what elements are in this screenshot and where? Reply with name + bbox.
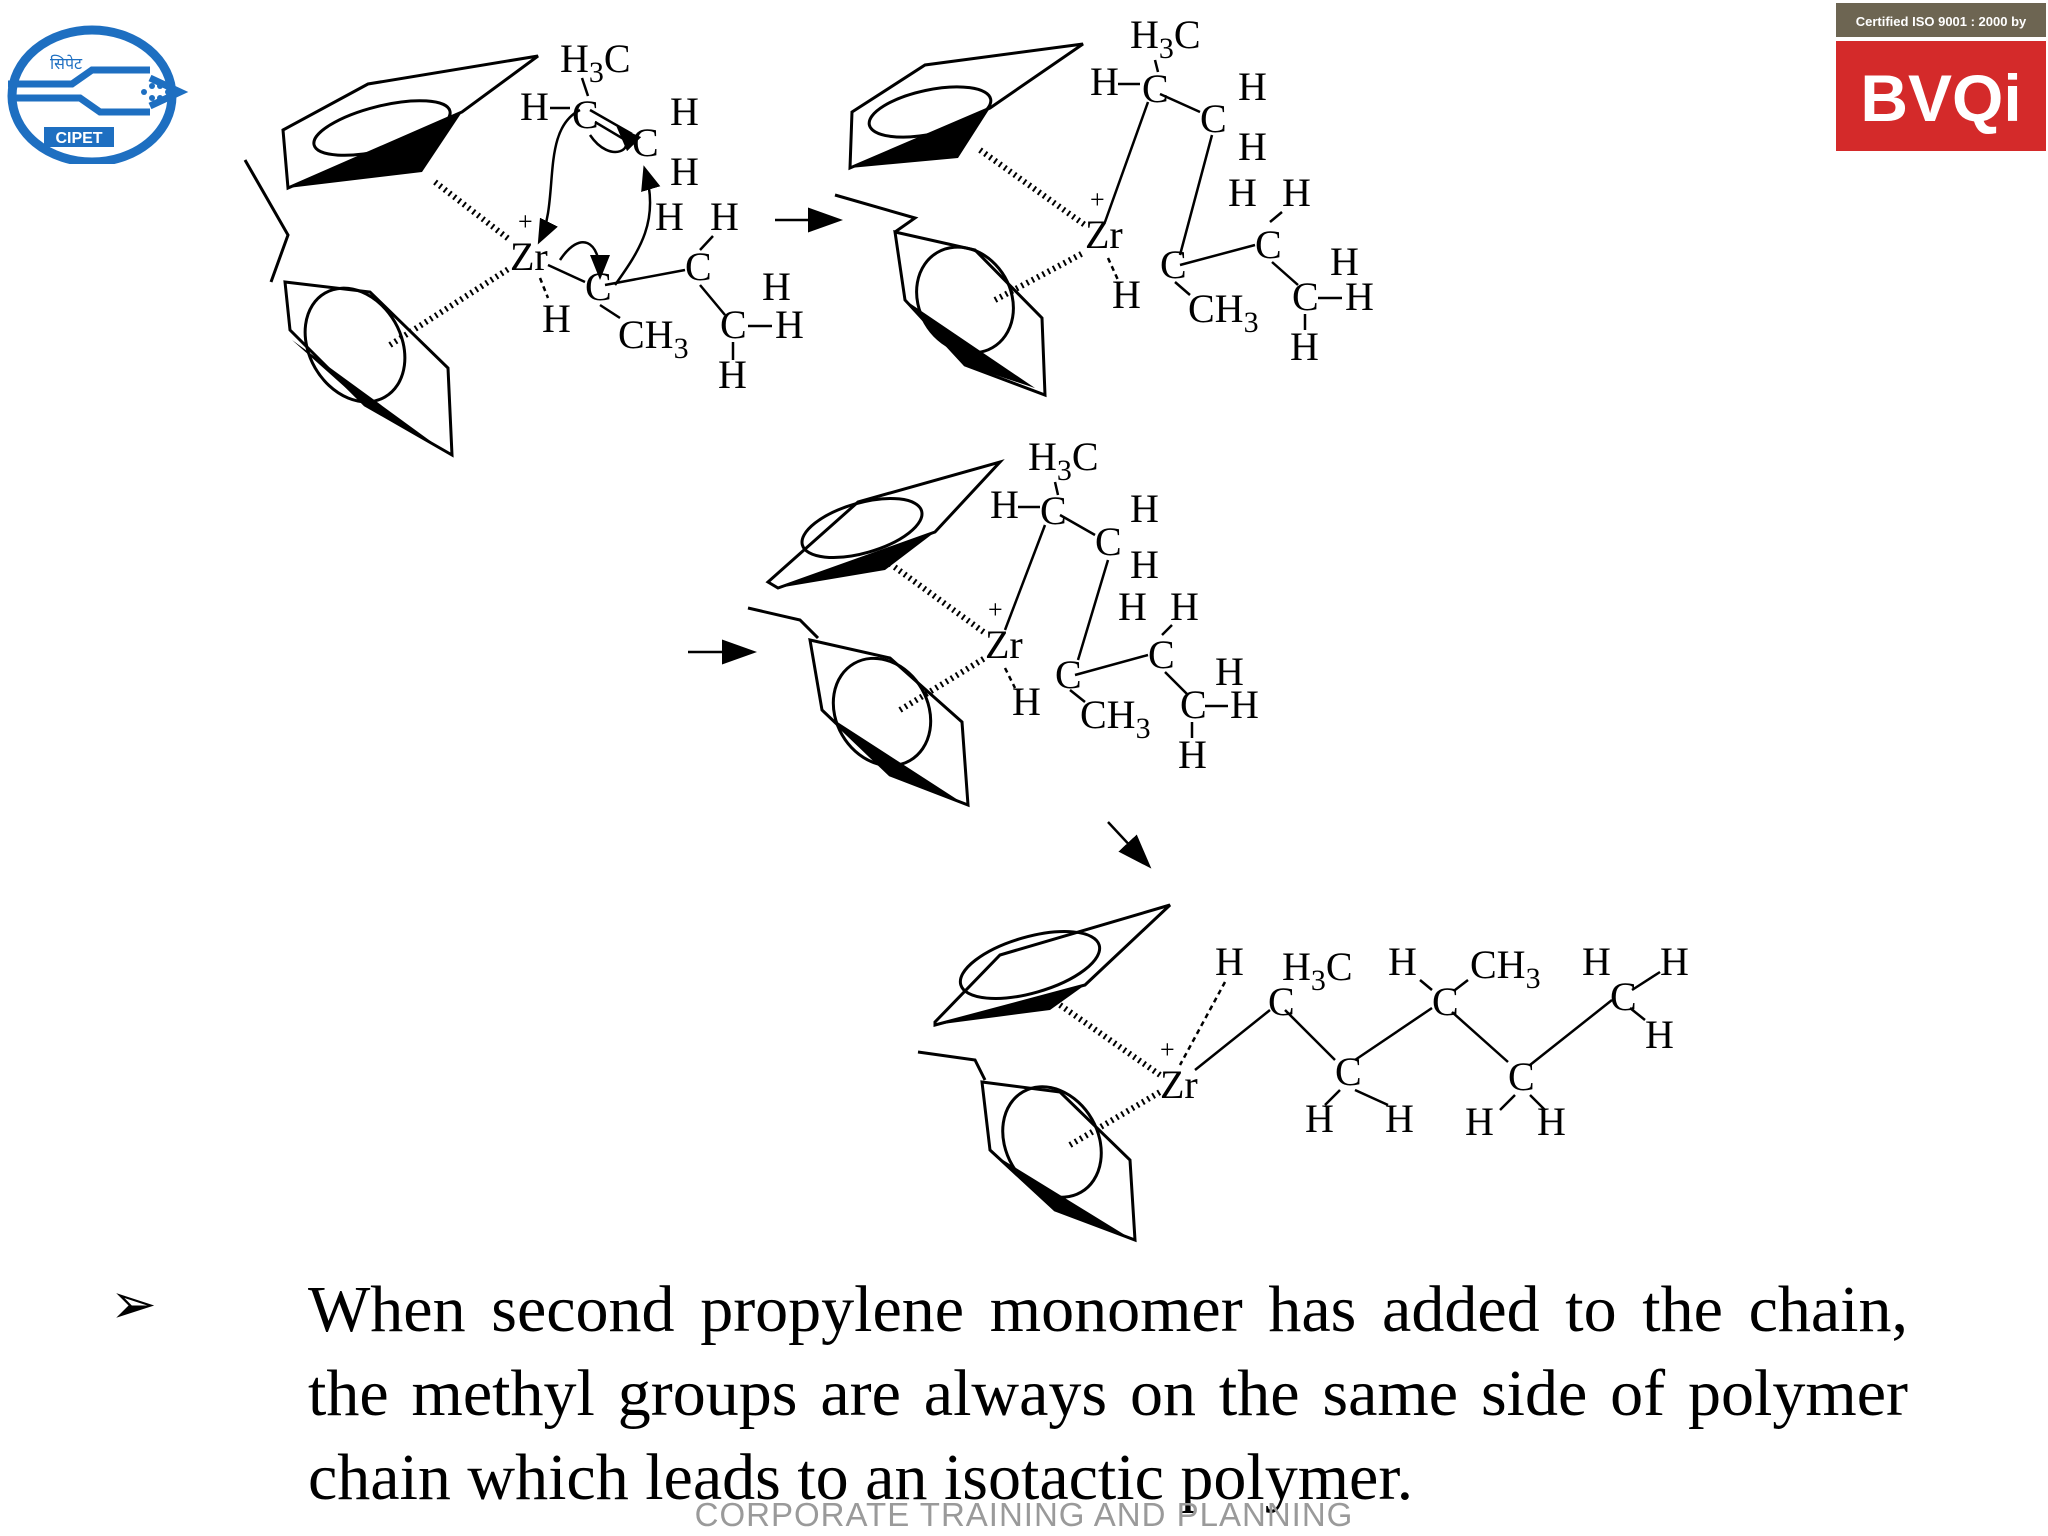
s2-zr: Zr xyxy=(1085,212,1123,257)
s2-c-d: C xyxy=(1255,222,1282,267)
s2-h-a: H xyxy=(1090,59,1119,104)
s4-h-agostic: H xyxy=(1215,939,1244,984)
s1-c-b: C xyxy=(632,120,659,165)
s1-h-e: H xyxy=(655,194,684,239)
s2-h-d: H xyxy=(1112,272,1141,317)
s3-h-b: H xyxy=(1130,486,1159,531)
s4-h-4b: H xyxy=(1537,1099,1566,1144)
s1-h-c: H xyxy=(670,149,699,194)
bullet-icon: ➢ xyxy=(110,1272,157,1337)
s4-h3c: H3C xyxy=(1282,944,1353,997)
s2-h-e: H xyxy=(1228,170,1257,215)
s3-h-g: H xyxy=(1215,649,1244,694)
cipet-hindi-text: सिपेट xyxy=(50,54,83,73)
s3-charge: + xyxy=(988,595,1003,624)
s3-ch3: CH3 xyxy=(1080,692,1151,745)
s1-h-b: H xyxy=(670,89,699,134)
s3-c-e: C xyxy=(1180,682,1207,727)
bvqi-certification-logo: Certified ISO 9001 : 2000 by BVQi xyxy=(1836,3,2046,151)
s2-ch3: CH3 xyxy=(1188,286,1259,339)
s2-h-b: H xyxy=(1238,64,1267,109)
s1-h-d: H xyxy=(542,296,571,341)
s2-c-b: C xyxy=(1200,96,1227,141)
s2-charge: + xyxy=(1090,185,1105,214)
structure-2: Zr + H3C H C C H H C H CH3 C H H C H H H xyxy=(834,12,1374,398)
s3-h-a: H xyxy=(990,482,1019,527)
slide-text: When second propylene monomer has added … xyxy=(308,1273,1908,1514)
footer-text: CORPORATE TRAINING AND PLANNING xyxy=(694,1496,1354,1533)
s3-h-i: H xyxy=(1178,732,1207,777)
s2-h-i: H xyxy=(1290,324,1319,369)
s3-h-e: H xyxy=(1118,584,1147,629)
s1-c-c: C xyxy=(585,264,612,309)
s4-h-2b: H xyxy=(1385,1096,1414,1141)
s3-h3c: H3C xyxy=(1028,434,1099,487)
s4-c-3: C xyxy=(1432,979,1459,1024)
s1-h-h: H xyxy=(775,302,804,347)
s4-c-5: C xyxy=(1610,974,1637,1019)
s2-h-h: H xyxy=(1345,274,1374,319)
cipet-logo: सिपेट CIPET xyxy=(7,25,189,164)
s4-h-5a: H xyxy=(1582,939,1611,984)
structure-3: Zr + H3C H C C H H C H CH3 C H H C H H H xyxy=(747,434,1259,808)
structure-1: Zr + H3C H C C H H H C CH3 C H H C H H xyxy=(243,36,804,458)
s2-h-c: H xyxy=(1238,124,1267,169)
s4-h-4a: H xyxy=(1465,1099,1494,1144)
s1-zr: Zr xyxy=(510,234,548,279)
s4-ch3: CH3 xyxy=(1470,942,1541,995)
s3-zr: Zr xyxy=(985,622,1023,667)
s1-h3c: H3C xyxy=(560,36,631,89)
s3-h-f: H xyxy=(1170,584,1199,629)
s4-h-3: H xyxy=(1388,939,1417,984)
s3-h-d: H xyxy=(1012,679,1041,724)
cipet-logo-text: CIPET xyxy=(55,130,102,147)
s4-charge: + xyxy=(1160,1035,1175,1064)
arrow-3 xyxy=(1107,821,1152,869)
s3-c-b: C xyxy=(1095,519,1122,564)
structure-4: Zr + H C H3C C H H C H CH3 C H H C H H H xyxy=(917,903,1689,1243)
cert-brand-text: BVQi xyxy=(1860,61,2021,135)
s4-h-5c: H xyxy=(1645,1012,1674,1057)
s1-c-a: C xyxy=(572,92,599,137)
s1-c-d: C xyxy=(685,244,712,289)
s3-h-c: H xyxy=(1130,542,1159,587)
s2-h-g: H xyxy=(1330,239,1359,284)
s4-h-5b: H xyxy=(1660,939,1689,984)
s2-c-e: C xyxy=(1292,274,1319,319)
s1-h-f: H xyxy=(710,194,739,239)
s3-c-d: C xyxy=(1148,632,1175,677)
s2-h-f: H xyxy=(1282,170,1311,215)
s1-charge: + xyxy=(518,207,533,236)
cert-text: Certified ISO 9001 : 2000 by xyxy=(1856,14,2027,29)
s1-c-e: C xyxy=(720,302,747,347)
s1-h-a: H xyxy=(520,84,549,129)
s1-ch3: CH3 xyxy=(618,312,689,365)
s3-h-h: H xyxy=(1230,682,1259,727)
s4-c-4: C xyxy=(1508,1054,1535,1099)
s2-h3c: H3C xyxy=(1130,12,1201,65)
s1-h-i: H xyxy=(718,352,747,397)
s4-c-2: C xyxy=(1335,1049,1362,1094)
s4-h-2a: H xyxy=(1305,1096,1334,1141)
s1-h-g: H xyxy=(762,264,791,309)
s4-zr: Zr xyxy=(1160,1062,1198,1107)
